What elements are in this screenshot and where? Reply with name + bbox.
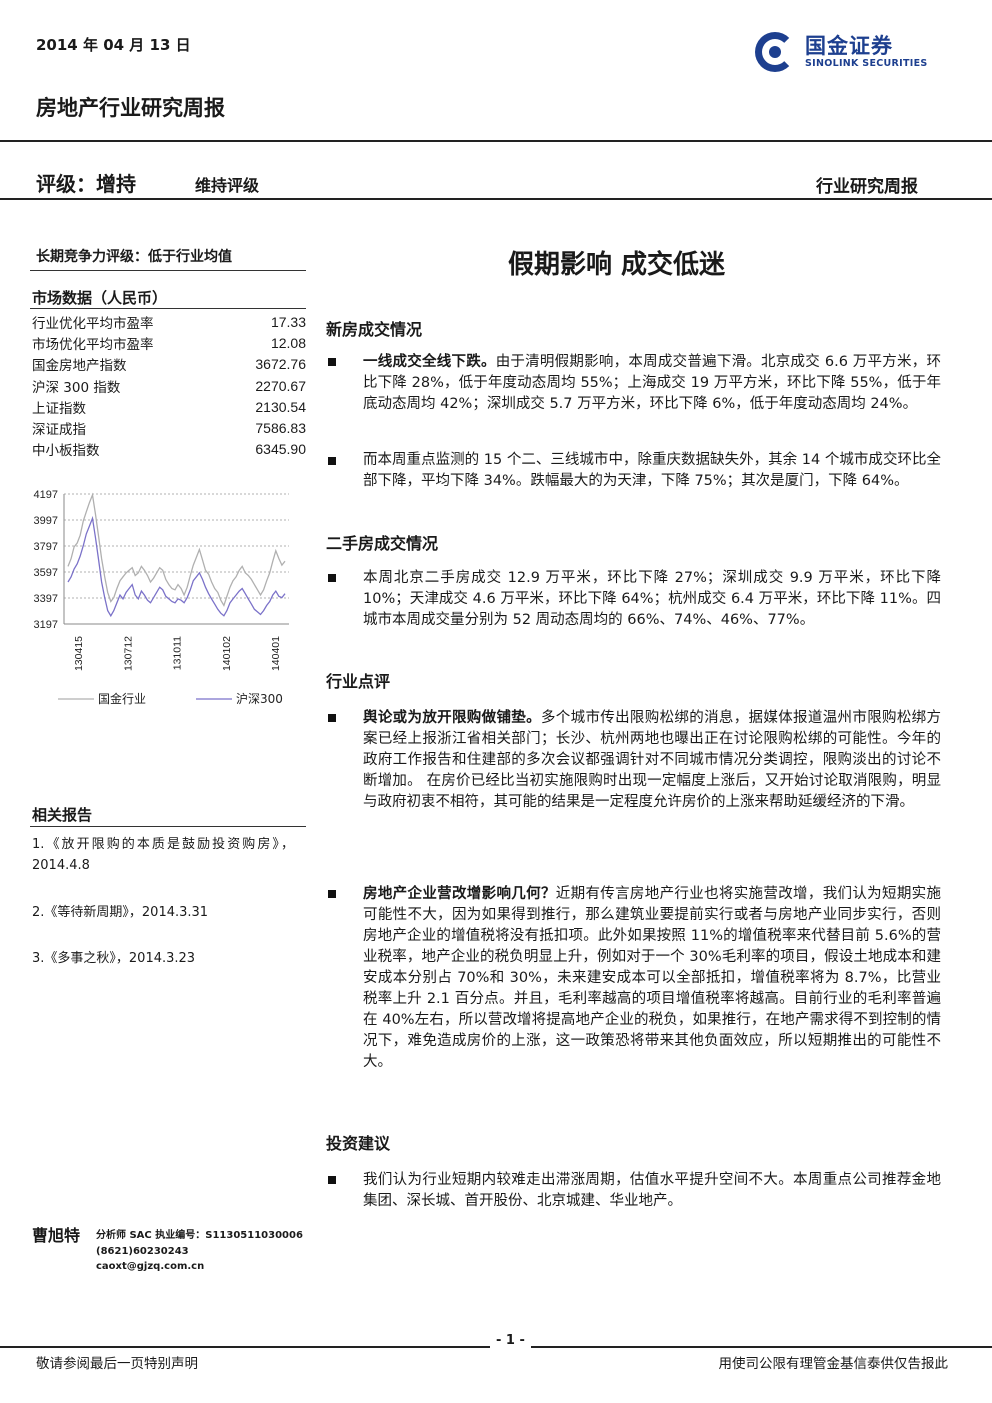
company-logo: 国金证券 SINOLINK SECURITIES [755,28,955,78]
x-tick-label: 140102 [221,636,233,671]
related-report-item[interactable]: 1.《放开限购的本质是鼓励投资购房》，2014.4.8 [32,837,294,873]
long-term-rating: 长期竞争力评级：低于行业均值 [36,249,232,265]
rating: 评级：增持 [36,172,136,196]
paragraph: 本周北京二手房成交 12.9 万平米，环比下降 27%；深圳成交 9.9 万平米… [363,570,941,628]
related-report-item[interactable]: 3.《多事之秋》，2014.3.23 [32,951,196,966]
market-data-row: 国金房地产指数 3672.76 [32,354,306,375]
series-line-0 [67,492,286,607]
bullet-icon [328,890,336,898]
y-tick-label: 3997 [34,515,58,527]
report-type: 行业研究周报 [816,177,918,197]
market-data-value: 12.08 [270,334,306,351]
market-data-label: 上证指数 [32,400,86,417]
market-data-title: 市场数据（人民币） [32,289,168,307]
x-tick-label: 140401 [270,636,282,671]
logo-en-text: SINOLINK SECURITIES [805,58,928,69]
section-heading-industry-review: 行业点评 [326,672,391,691]
y-tick-label: 3197 [34,619,58,631]
divider [30,308,306,309]
legend-label: 国金行业 [98,691,146,706]
market-data-label: 深证成指 [32,422,86,439]
bullet-icon [328,358,336,366]
series-line-1 [67,515,286,618]
y-tick-label: 3397 [34,593,58,605]
divider [30,826,306,827]
analyst-info: 分析师 SAC 执业编号：S1130511030006 (8621)602302… [96,1228,303,1275]
x-tick-label: 131011 [172,636,184,670]
y-tick-label: 3797 [34,541,58,553]
report-date: 2014 年 04 月 13 日 [36,36,191,54]
bullet-icon [328,1176,336,1184]
paragraph: 我们认为行业短期内较难走出滞涨周期，估值水平提升空间不大。本周重点公司推荐金地集… [363,1172,941,1209]
analyst-email[interactable]: caoxt@gjzq.com.cn [96,1261,205,1272]
section-heading-new-homes: 新房成交情况 [326,320,423,339]
market-data-row: 沪深 300 指数 2270.67 [32,375,306,396]
page-number: - 1 - [490,1333,531,1348]
paragraph: 舆论或为放开限购做铺垫。多个城市传出限购松绑的消息，据媒体报道温州市限购松绑方案… [363,710,942,810]
section-heading-investment: 投资建议 [326,1134,391,1153]
y-tick-label: 3597 [34,567,58,579]
x-tick-label: 130415 [73,636,85,671]
market-data-value: 17.33 [270,313,306,330]
market-data-value: 6345.90 [255,441,306,458]
market-data-row: 深证成指 7586.83 [32,417,306,438]
market-data-value: 2270.67 [255,377,306,394]
index-line-chart: 4197 3997 3797 3597 3397 3197 130415 130712 1310… [34,489,289,706]
report-title: 房地产行业研究周报 [36,96,225,120]
y-tick-label: 4197 [34,489,58,501]
divider [30,270,306,271]
divider-header [0,198,992,200]
x-tick-label: 130712 [122,636,134,671]
section-heading-second-hand: 二手房成交情况 [326,534,439,553]
paragraph: 而本周重点监测的 15 个二、三线城市中，除重庆数据缺失外，其余 14 个城市成… [363,452,941,489]
related-reports-title: 相关报告 [32,806,93,824]
bullet-icon [328,714,336,722]
divider-top [0,140,992,142]
market-data-label: 行业优化平均市盈率 [32,315,154,332]
analyst-id: 分析师 SAC 执业编号：S1130511030006 [96,1230,303,1241]
main-title: 假期影响 成交低迷 [508,250,726,280]
market-data-table: 行业优化平均市盈率 17.33 市场优化平均市盈率 12.08 国金房地产指数 3672.… [32,311,306,460]
bullet-icon [328,457,336,465]
market-data-row: 中小板指数 6345.90 [32,439,306,460]
analyst-phone: (8621)60230243 [96,1245,189,1257]
market-data-label: 中小板指数 [32,443,100,460]
related-report-item[interactable]: 2.《等待新周期》，2014.3.31 [32,905,209,920]
market-data-row: 市场优化平均市盈率 12.08 [32,332,306,353]
legend-label: 沪深300 [236,692,283,706]
logo-mark-icon [755,32,795,72]
logo-cn-text: 国金证券 [805,34,893,58]
market-data-row: 上证指数 2130.54 [32,396,306,417]
footer-notice: 用使司公限有理管金基信泰供仅告报此 [718,1356,949,1372]
analyst-name: 曹旭特 [32,1226,81,1245]
paragraph: 一线成交全线下跌。由于清明假期影响，本周成交普遍下滑。北京成交 6.6 万平方米… [363,354,941,412]
paragraph: 房地产企业营改增影响几何？近期有传言房地产行业也将实施营改增，我们认为短期实施可… [363,886,942,1070]
rating-maintain: 维持评级 [195,176,260,195]
market-data-label: 市场优化平均市盈率 [32,336,154,353]
market-data-value: 7586.83 [255,420,306,437]
market-data-value: 2130.54 [255,398,306,415]
market-data-row: 行业优化平均市盈率 17.33 [32,311,306,332]
footer-disclaimer: 敬请参阅最后一页特别声明 [36,1356,198,1372]
market-data-label: 沪深 300 指数 [32,379,121,396]
market-data-value: 3672.76 [255,356,306,373]
market-data-label: 国金房地产指数 [32,358,127,375]
bullet-icon [328,574,336,582]
